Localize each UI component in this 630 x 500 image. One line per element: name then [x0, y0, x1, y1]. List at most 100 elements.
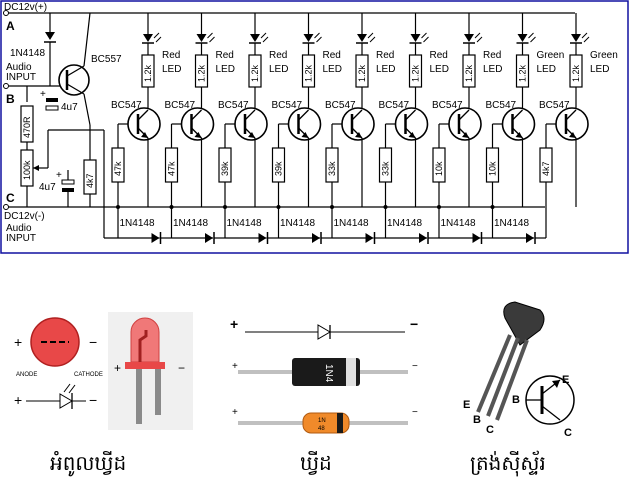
- led-anode-plus: +: [14, 334, 22, 350]
- led-stages: RedLED1.2kBC54747kRedLED1.2kBC54747kRedL…: [111, 13, 618, 238]
- transistor-symbol-collector: [541, 405, 561, 421]
- chain-diode-4: 1N4148: [278, 218, 332, 244]
- cap-bottom-plus: +: [56, 170, 62, 181]
- chain-diode-label: 1N4148: [173, 218, 208, 229]
- chain-diode-6: 1N4148: [385, 218, 439, 244]
- audio-input-top-line1: Audio: [6, 62, 32, 73]
- bc557-emitter-wire: [83, 12, 91, 67]
- bc547-label: BC547: [272, 100, 303, 111]
- transistor-lead-c: [495, 339, 529, 421]
- bc547-collector: [565, 109, 577, 121]
- chain-diode-icon: [312, 233, 320, 243]
- bc547-collector: [405, 109, 416, 121]
- bc547-arrow-icon: [408, 132, 416, 138]
- resistor-led-label: 1.2k: [571, 64, 581, 82]
- led-color-label: Red: [269, 50, 287, 61]
- cap-top-plate-a: [46, 98, 58, 102]
- led-label: LED: [216, 64, 235, 75]
- led-side-body: [130, 317, 160, 363]
- led-color-label: Red: [483, 50, 501, 61]
- led-label: LED: [430, 64, 449, 75]
- led-ray-icon: [209, 36, 215, 43]
- caption-transistor: ត្រង់ស៊ីស្ទ័រ: [470, 450, 546, 477]
- junction-dot: [383, 205, 388, 209]
- bc547-collector: [137, 109, 149, 121]
- bc547-collector: [512, 109, 523, 121]
- diode-orange-text2: 48: [318, 426, 325, 432]
- bc547-label: BC547: [111, 100, 142, 111]
- led-ray-icon: [474, 32, 481, 39]
- diode-black-minus: −: [412, 361, 418, 372]
- led-color-label: Red: [430, 50, 448, 61]
- led-color-label: Green: [537, 50, 565, 61]
- resistor-led-label: 1.2k: [250, 64, 260, 82]
- led-side-lead-long: [136, 369, 142, 424]
- led-color-label: Green: [590, 50, 618, 61]
- led-ray-icon: [476, 36, 483, 43]
- diode-orange-band: [337, 413, 343, 433]
- led-cathode-minus: −: [89, 334, 97, 350]
- transistor-symbol-b: B: [512, 394, 520, 406]
- resistor-base-label: 10k: [488, 161, 498, 176]
- junction-dot: [490, 205, 495, 209]
- junction-dot: [116, 205, 120, 209]
- diode-symbol-plus: +: [230, 316, 238, 332]
- led-ray-icon: [530, 36, 536, 43]
- chain-diode-icon: [258, 233, 267, 243]
- chain-diode-label: 1N4148: [494, 218, 529, 229]
- resistor-base-label: 39k: [274, 161, 284, 176]
- transistor-symbol-c: C: [564, 427, 572, 439]
- audio-input-bottom-line1: Audio: [6, 223, 32, 234]
- junction-dot: [223, 205, 227, 209]
- transistor-lead-b: [486, 337, 520, 417]
- bc547-arrow-icon: [141, 132, 148, 138]
- bc547-label: BC547: [486, 100, 517, 111]
- chain-diode-icon: [419, 233, 427, 243]
- chain-diode-label: 1N4148: [441, 218, 476, 229]
- led-side-anvil: [138, 330, 148, 362]
- rail-top-label: DC12v(+): [4, 2, 47, 13]
- led-label: LED: [483, 64, 502, 75]
- led-icon: [303, 34, 314, 42]
- bc547-label: BC547: [379, 100, 410, 111]
- input-diode-label: 1N4148: [10, 48, 45, 59]
- led-symbol-ray2: [68, 384, 76, 394]
- resistor-base-label: 33k: [327, 161, 337, 176]
- diode-black-plus: +: [232, 361, 238, 372]
- chain-diode-1: 1N4148: [104, 218, 172, 244]
- junction-dot: [437, 205, 441, 209]
- led-symbol-minus: −: [89, 392, 97, 408]
- chain-diode-8: 1N4148: [492, 218, 546, 244]
- junction-dot: [330, 205, 334, 209]
- bc557-transistor: [58, 64, 90, 96]
- cap-bottom-plate-b: [62, 188, 74, 192]
- led-label: LED: [269, 64, 288, 75]
- led-label: LED: [590, 64, 609, 75]
- chain-diode-2: 1N4148: [171, 218, 225, 244]
- bc547-collector: [351, 109, 363, 121]
- input-terminal: [3, 83, 9, 89]
- diode-black-band: [346, 358, 356, 386]
- diode-orange-minus: −: [412, 407, 418, 418]
- chain-diode-label: 1N4148: [387, 218, 422, 229]
- resistor-led-label: 1.2k: [357, 64, 367, 82]
- chain-diode-3: 1N4148: [225, 218, 279, 244]
- junction-dot: [169, 205, 174, 209]
- bc547-label: BC547: [165, 100, 196, 111]
- bc547-collector: [298, 109, 309, 121]
- led-icon: [410, 34, 421, 42]
- audio-input-top-line2: INPUT: [6, 72, 36, 83]
- bc547-arrow-icon: [301, 132, 309, 138]
- led-ray-icon: [153, 32, 160, 39]
- resistor-base-label: 10k: [434, 161, 444, 176]
- transistor-pin-c: C: [486, 424, 494, 436]
- diode-orange-text1: 1N: [318, 418, 326, 424]
- rail-terminal-top: [3, 10, 9, 16]
- led-side-flange: [125, 362, 165, 369]
- resistor-470r-label: 470R: [22, 116, 32, 138]
- bc547-arrow-icon: [462, 132, 469, 138]
